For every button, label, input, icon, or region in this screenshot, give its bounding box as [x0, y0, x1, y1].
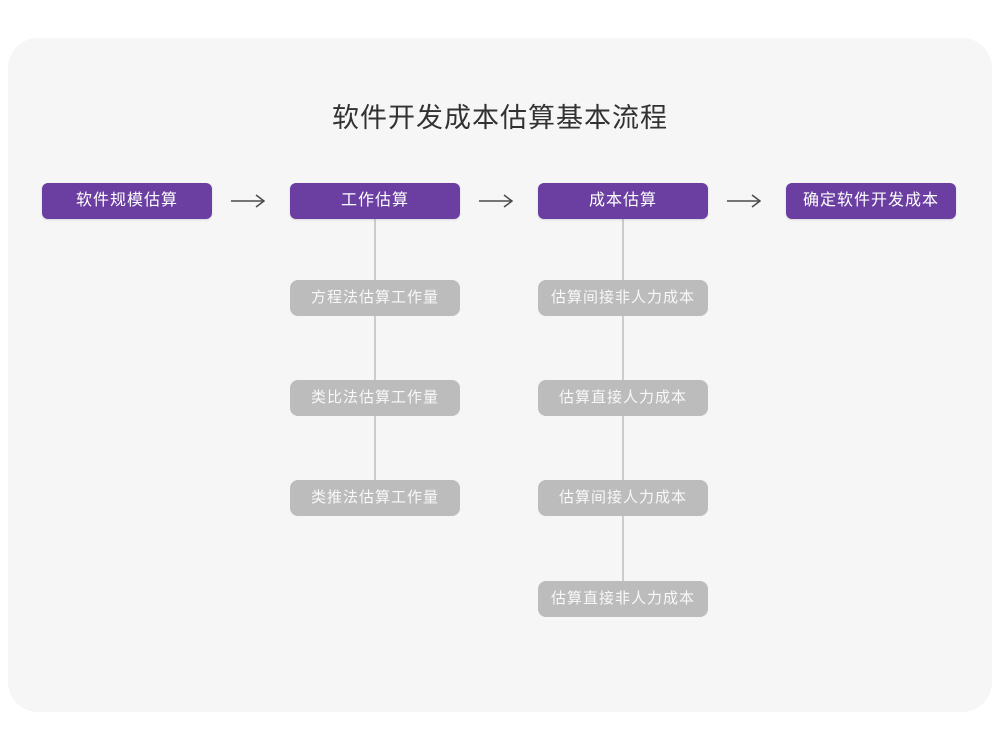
- flow-node-work-estimation: 工作估算: [290, 183, 460, 219]
- sub-node-direct-labor-cost: 估算直接人力成本: [538, 380, 708, 416]
- connector-line-work-estimation: [374, 219, 376, 498]
- sub-node-direct-nonlabor-cost: 估算直接非人力成本: [538, 581, 708, 617]
- flow-node-cost-estimation: 成本估算: [538, 183, 708, 219]
- right-arrow-icon: [727, 194, 762, 208]
- flow-node-software-scale-estimation: 软件规模估算: [42, 183, 212, 219]
- diagram-title: 软件开发成本估算基本流程: [332, 103, 668, 133]
- sub-node-indirect-labor-cost: 估算间接人力成本: [538, 480, 708, 516]
- sub-node-equation-method: 方程法估算工作量: [290, 280, 460, 316]
- right-arrow-icon: [479, 194, 514, 208]
- sub-node-extrapolation-method: 类推法估算工作量: [290, 480, 460, 516]
- sub-node-indirect-nonlabor-cost: 估算间接非人力成本: [538, 280, 708, 316]
- right-arrow-icon: [231, 194, 266, 208]
- flow-node-determine-dev-cost: 确定软件开发成本: [786, 183, 956, 219]
- diagram-card: [8, 38, 992, 712]
- sub-node-analogy-method: 类比法估算工作量: [290, 380, 460, 416]
